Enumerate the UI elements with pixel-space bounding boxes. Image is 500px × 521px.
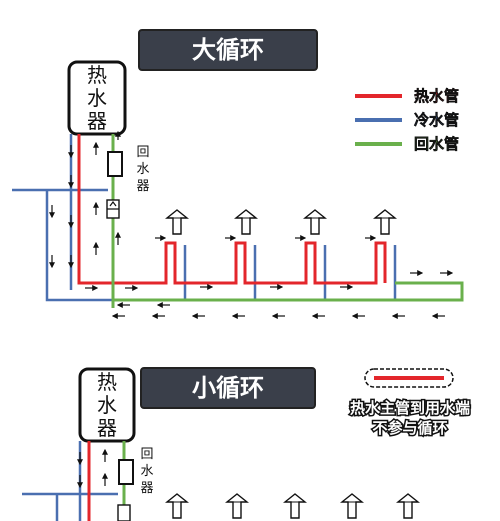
bottom-heater-char-1: 热: [97, 370, 117, 394]
legend-item-return: 回水管: [355, 135, 459, 153]
faucet-icon: [397, 493, 419, 519]
bottom-faucets: [166, 493, 419, 519]
faucet-icon: [304, 209, 326, 235]
top-title-banner: 大循环: [138, 29, 318, 71]
svg-text:器: 器: [140, 481, 153, 496]
top-cold-pipe: [12, 134, 397, 302]
faucet-icon: [235, 209, 257, 235]
faucet-icon: [374, 209, 396, 235]
faucet-icon: [226, 493, 248, 519]
bottom-cold-pipe: [22, 441, 118, 521]
svg-text:水: 水: [140, 464, 153, 479]
legend-item-cold: 冷水管: [355, 111, 459, 129]
svg-text:冷水管: 冷水管: [414, 111, 459, 129]
top-faucets: [166, 209, 396, 235]
top-flow-arrows: [49, 130, 454, 319]
top-return-pipe: [111, 134, 464, 308]
bottom-heater-char-3: 器: [97, 416, 117, 440]
bottom-return-device-label: 回 水 器: [140, 447, 153, 496]
bottom-title: 小循环: [192, 374, 264, 402]
svg-text:回: 回: [136, 145, 149, 160]
svg-text:器: 器: [136, 179, 149, 194]
bottom-heater-char-2: 水: [97, 393, 117, 417]
svg-text:水: 水: [136, 162, 149, 177]
bottom-return-device: [117, 459, 134, 521]
top-return-device: [106, 151, 123, 219]
bottom-flow-arrows: [77, 448, 108, 489]
top-hot-pipe: [77, 134, 387, 285]
top-heater-char-3: 器: [87, 109, 107, 133]
faucet-icon: [284, 493, 306, 519]
legend-item-hot: 热水管: [355, 87, 459, 105]
bottom-note: 热水主管到用水端 不参与循环: [348, 368, 472, 439]
faucet-icon: [166, 493, 188, 519]
svg-text:回水管: 回水管: [414, 135, 459, 153]
top-heater-char-2: 水: [87, 86, 107, 110]
faucet-icon: [166, 209, 188, 235]
note-line-2: 不参与循环: [372, 419, 447, 437]
faucet-icon: [341, 493, 363, 519]
top-return-device-label: 回 水 器: [136, 145, 149, 194]
legend: 热水管 冷水管 回水管: [355, 87, 459, 153]
svg-text:热水管: 热水管: [414, 87, 459, 105]
top-heater-char-1: 热: [87, 63, 107, 87]
bottom-title-banner: 小循环: [140, 367, 316, 409]
top-title: 大循环: [192, 36, 264, 64]
top-water-heater: 热 水 器: [67, 60, 127, 136]
bottom-water-heater: 热 水 器: [78, 367, 136, 443]
note-line-1: 热水主管到用水端: [350, 399, 470, 417]
svg-text:回: 回: [140, 447, 153, 462]
